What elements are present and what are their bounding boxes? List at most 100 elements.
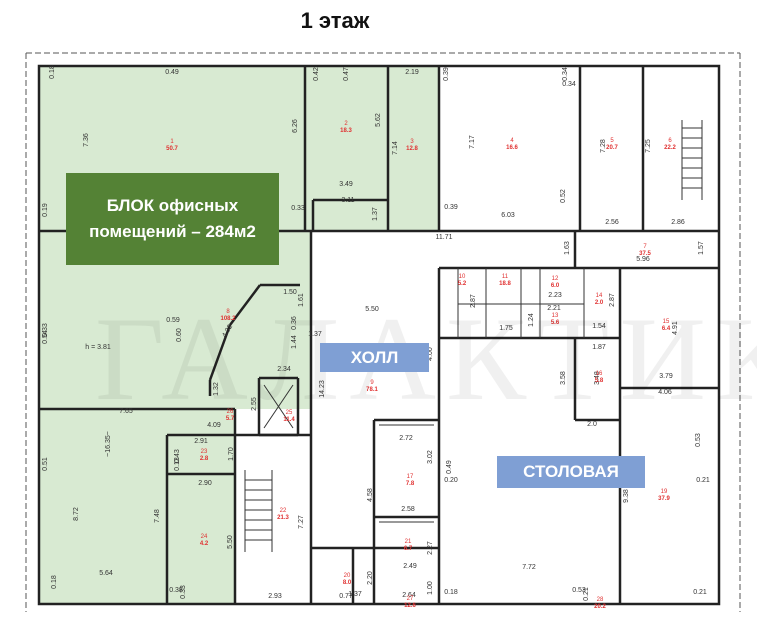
room-area: 6.4 — [662, 326, 671, 332]
axis-frame — [25, 52, 741, 612]
room-area: 11.4 — [283, 417, 295, 423]
dimension-label: 2.56 — [605, 219, 619, 226]
dimension-label: 2.91 — [194, 438, 208, 445]
room-marker: 156.4 — [662, 319, 671, 332]
dimension-label: 0.49 — [446, 460, 453, 474]
room-number: 14 — [596, 293, 603, 299]
dimension-label: 0.19 — [42, 203, 49, 217]
dimension-label: 1.63 — [564, 241, 571, 255]
office-block-label: БЛОК офисных помещений – 284м2 — [66, 173, 279, 265]
room-number: 19 — [661, 489, 668, 495]
room-number: 20 — [344, 573, 351, 579]
dimension-label: 6.03 — [501, 212, 515, 219]
room-area: 5.7 — [226, 416, 235, 422]
dimension-label: 4.91 — [672, 321, 679, 335]
dimension-label: 3.48 — [594, 371, 601, 385]
dimension-label: 0.47 — [343, 67, 350, 81]
dimension-label: 7.72 — [522, 564, 536, 571]
room-number: 25 — [286, 410, 293, 416]
room-area: 22.2 — [664, 145, 676, 151]
dimension-label: 4.58 — [367, 488, 374, 502]
dimension-label: 0.34 — [562, 67, 569, 81]
dimension-label: 1.61 — [298, 293, 305, 307]
dimension-label: 2.87 — [609, 293, 616, 307]
dimension-label: 2.90 — [198, 480, 212, 487]
room-number: 5 — [610, 138, 614, 144]
dimension-label: 2.27 — [427, 541, 434, 555]
room-marker: 737.5 — [639, 244, 651, 257]
dimension-label: 0.49 — [165, 69, 179, 76]
dimension-label: 2.0 — [587, 421, 597, 428]
dimension-label: 0.54 — [42, 330, 49, 344]
room-number: 24 — [201, 534, 208, 540]
dimension-label: 2.72 — [399, 435, 413, 442]
dimension-label: 2.20 — [367, 571, 374, 585]
dimension-label: 7.27 — [298, 515, 305, 529]
dimension-label: 1.54 — [592, 323, 606, 330]
dimension-label: 2.58 — [401, 506, 415, 513]
room-area: 5.8 — [595, 378, 604, 384]
dimension-label: 6.26 — [292, 119, 299, 133]
elevator-shaft — [263, 384, 294, 429]
room-area: 6.7 — [404, 546, 413, 552]
room-number: 27 — [407, 596, 414, 602]
room-number: 4 — [510, 138, 514, 144]
room-number: 11 — [502, 274, 509, 280]
room-area: 16.6 — [506, 145, 518, 151]
dimension-label: 5.50 — [227, 535, 234, 549]
dimension-label: 3.11 — [341, 197, 354, 204]
room-marker: 416.6 — [506, 138, 518, 151]
room-number: 7 — [643, 244, 647, 250]
dining-label: СТОЛОВАЯ — [497, 456, 645, 488]
room-marker: 265.7 — [226, 409, 235, 422]
dimension-label: ~16.35~ — [105, 431, 112, 457]
dimension-label: 1.57 — [698, 241, 705, 255]
dimension-label: 2.19 — [405, 69, 419, 76]
dimension-label: 1.44 — [291, 335, 298, 349]
dimension-label: 0.33 — [42, 323, 49, 337]
room-area: 37.9 — [658, 496, 670, 502]
room-area: 12.8 — [406, 146, 418, 152]
dimension-label: 7.14 — [392, 141, 399, 155]
dimension-label: 3.02 — [427, 450, 434, 464]
dimension-label: 1.24 — [528, 313, 535, 327]
dimension-label: 4.09 — [207, 422, 221, 429]
dimension-label: 3.79 — [659, 373, 673, 380]
dimension-label: 5.50 — [365, 306, 379, 313]
dimension-label: 4.00 — [427, 347, 434, 361]
room-area: 4.2 — [200, 541, 209, 547]
dimension-label: 0.53 — [695, 433, 702, 447]
dimension-label: 1.70 — [228, 447, 235, 461]
dimension-label: 1.37 — [308, 331, 322, 338]
room-number: 22 — [280, 508, 287, 514]
room-number: 16 — [596, 371, 603, 377]
dimension-label: 5.62 — [375, 113, 382, 127]
dimension-label: 0.21 — [583, 587, 590, 601]
room-area: 50.7 — [166, 146, 178, 152]
room-number: 21 — [405, 539, 412, 545]
dimension-label: 0.33 — [180, 585, 187, 599]
room-marker: 520.7 — [606, 138, 618, 151]
dimension-label: 0.18 — [444, 589, 458, 596]
room-area: 20.2 — [594, 604, 606, 610]
floor-title: 1 этаж — [300, 8, 370, 33]
dimension-label: 2.64 — [402, 592, 416, 599]
room-area: 18.8 — [499, 281, 511, 287]
dimension-label: 14.23 — [319, 380, 326, 398]
dimension-label: 1.00 — [427, 581, 434, 595]
room-marker: 177.8 — [406, 474, 415, 487]
dimension-label: 0.60 — [176, 328, 183, 342]
dimension-label: 0.38 — [169, 587, 183, 594]
dimension-label: 7.28 — [600, 139, 607, 153]
room-marker: 142.0 — [595, 293, 604, 306]
room-marker: 218.3 — [340, 121, 352, 134]
dimension-label: h = 3.81 — [85, 344, 111, 351]
room-marker: 244.2 — [200, 534, 209, 547]
room-number: 10 — [459, 274, 466, 280]
dimension-label: 2.93 — [268, 593, 282, 600]
dimension-label: 2.87 — [470, 294, 477, 308]
dimension-label: 2.49 — [403, 563, 417, 570]
